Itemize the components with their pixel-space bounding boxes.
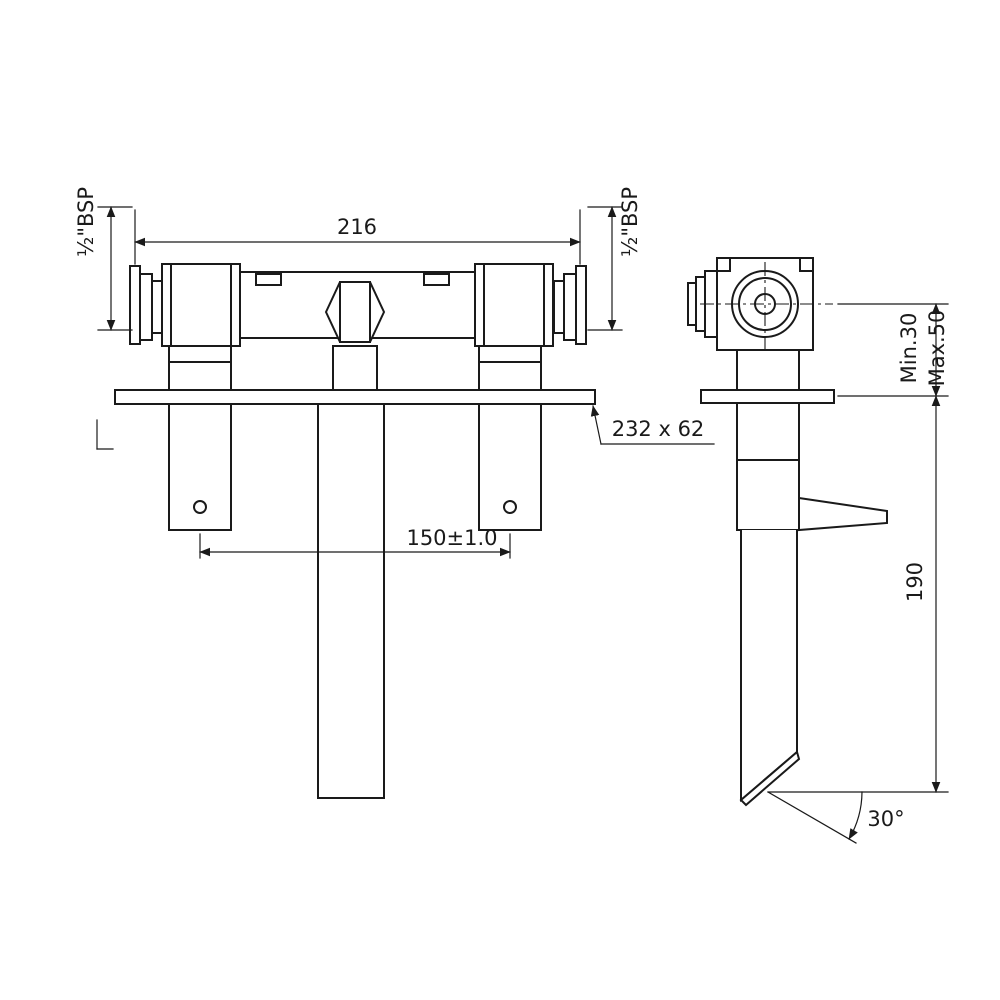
dim-wall-thickness [837,303,949,397]
angle-30-label: 30° [867,807,904,831]
wall-plate-side [700,389,835,404]
dim-150 [199,533,511,559]
spout-side [739,529,801,807]
left-screw-hole [193,500,207,514]
plate-edge-mark [96,419,114,450]
aerator-face [739,750,801,807]
front-view [114,263,596,799]
center-hex-nut [324,281,386,343]
lever-handle [798,496,888,532]
dimensions [96,206,949,844]
spout-pipe-front [317,403,385,799]
wall-plate-front [114,389,596,405]
left-mounting-leg [168,345,232,531]
spout-neck [332,345,378,391]
dim-216-label: 216 [337,215,377,239]
dim-216 [134,209,581,265]
side-lower-body [736,402,800,531]
right-inlet-connector [553,265,587,345]
labels: 216 ½"BSP ½"BSP 232 x 62 150±1.0 Min.30 … [74,187,949,831]
right-mounting-leg [478,345,542,531]
dim-150-label: 150±1.0 [406,526,497,550]
dim-bsp-right [587,206,623,331]
wall-max-label: Max.50 [925,310,949,387]
bsp-left-label: ½"BSP [74,187,98,257]
tube-tab-right [423,273,450,286]
side-view [687,257,888,807]
dim-bsp-left [97,206,133,331]
left-valve-body [161,263,241,347]
dim-190-label: 190 [903,562,927,602]
left-inlet-connector [129,265,163,345]
side-neck [736,349,800,391]
right-screw-hole [503,500,517,514]
wall-min-label: Min.30 [897,313,921,384]
dim-plate-leader [590,405,715,445]
bsp-right-label: ½"BSP [618,187,642,257]
dim-angle-30 [767,791,863,844]
right-valve-body [474,263,554,347]
plate-size-label: 232 x 62 [612,417,705,441]
dim-190 [767,395,949,793]
tube-tab-left [255,273,282,286]
centerlines [700,262,833,350]
